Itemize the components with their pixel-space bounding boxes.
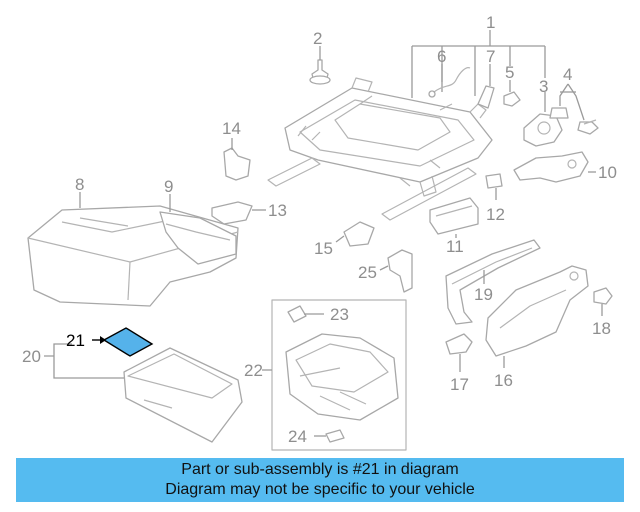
callout-10: 10 (598, 163, 617, 182)
callout-6: 6 (437, 47, 446, 66)
part-5-clip[interactable] (503, 80, 521, 107)
part-10-bracket[interactable] (513, 151, 596, 183)
callout-11: 11 (446, 237, 464, 256)
callout-9: 9 (164, 177, 173, 196)
part-15-bracket[interactable] (335, 221, 375, 247)
callout-25: 25 (358, 263, 377, 282)
callout-3: 3 (539, 77, 548, 96)
callout-14: 14 (222, 119, 241, 138)
callout-21: 21 (66, 331, 85, 350)
part-16-side-shield[interactable] (485, 265, 589, 368)
part-9-cushion-pad[interactable] (159, 194, 237, 265)
part-6-cable[interactable] (428, 64, 471, 98)
part-22-module[interactable] (285, 333, 399, 421)
callout-24: 24 (288, 427, 307, 446)
callout-13: 13 (268, 201, 287, 220)
part-4-bolts[interactable] (549, 83, 599, 135)
seat-frame-part[interactable] (267, 77, 493, 221)
callout-5: 5 (505, 63, 514, 82)
callout-15: 15 (314, 239, 333, 258)
banner-line-1: Part or sub-assembly is #21 in diagram (181, 461, 459, 478)
part-18-fastener[interactable] (593, 287, 613, 316)
part-14-bracket[interactable] (223, 138, 251, 181)
part-22-subassembly-box (262, 299, 407, 451)
callout-19: 19 (474, 285, 493, 304)
callout-23: 23 (330, 305, 349, 324)
info-banner: Part or sub-assembly is #21 in diagram D… (16, 458, 624, 502)
callout-7: 7 (486, 47, 495, 66)
part-3-recliner[interactable] (523, 92, 563, 147)
callout-17: 17 (450, 375, 469, 394)
part-2-bolt[interactable] (309, 46, 331, 85)
banner-line-2: Diagram may not be specific to your vehi… (165, 481, 475, 498)
part-11-trim[interactable] (429, 197, 479, 238)
callout-18: 18 (592, 319, 611, 338)
callout-1-leader (411, 30, 546, 98)
part-25-bracket[interactable] (379, 249, 413, 293)
part-17-clip[interactable] (445, 333, 473, 372)
part-24-clip[interactable] (314, 429, 345, 443)
callout-12: 12 (486, 205, 505, 224)
part-7-cover[interactable] (477, 64, 495, 109)
part-13-bracket[interactable] (211, 201, 266, 225)
callout-16: 16 (494, 371, 513, 390)
part-23-screw[interactable] (287, 305, 324, 323)
part-19-trim[interactable] (445, 239, 541, 325)
seat-parts-diagram: 1 2 3 4 5 6 7 8 9 10 11 12 13 14 15 16 1… (22, 13, 617, 451)
callout-1: 1 (486, 13, 495, 32)
part-20-tray[interactable] (44, 343, 243, 443)
callout-22: 22 (244, 361, 263, 380)
callout-20: 20 (22, 347, 41, 366)
callout-4: 4 (563, 65, 572, 84)
part-21-highlighted-insert[interactable] (92, 327, 154, 357)
callout-2: 2 (313, 29, 322, 48)
callout-8: 8 (75, 175, 84, 194)
part-12-clip[interactable] (485, 173, 503, 200)
